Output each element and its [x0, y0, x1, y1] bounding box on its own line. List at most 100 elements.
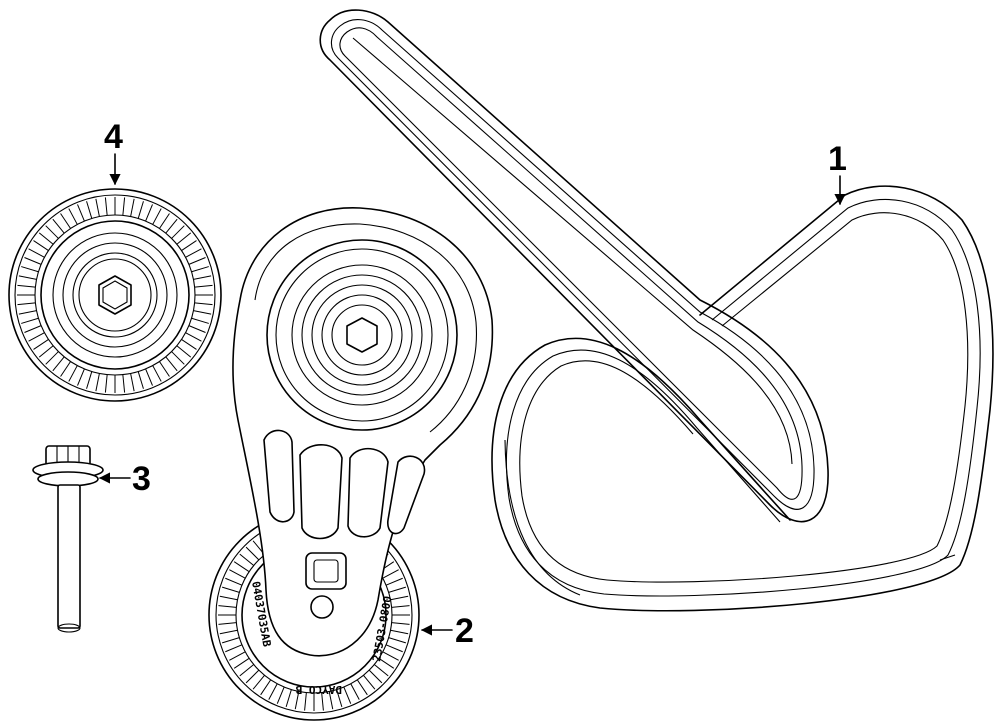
pulley-rib [145, 368, 153, 386]
pulley-rib [343, 686, 352, 704]
pulley-rib [38, 232, 54, 245]
pulley-rib [239, 664, 255, 677]
pulley-rib [122, 197, 126, 216]
pulley-rib [45, 351, 59, 365]
pulley-rib [24, 257, 42, 265]
pulley-rib [86, 371, 93, 389]
pulley-rib [194, 302, 213, 306]
callout-4: 4 [104, 118, 123, 186]
pulley-rib [229, 651, 246, 661]
pulley-rib [194, 284, 213, 288]
pulley-rib [191, 317, 209, 324]
pulley-rib [165, 356, 178, 372]
pulley-rib [219, 595, 238, 601]
idler-pulley [8, 188, 222, 402]
pulley-rib [363, 674, 376, 690]
pulley-rib [368, 669, 383, 684]
pulley-rib [382, 569, 399, 579]
pulley-rib [60, 361, 71, 377]
pulley-rib [137, 371, 144, 389]
pulley-rib [219, 629, 238, 635]
pulley-rib [252, 674, 265, 690]
pulley-rib [193, 275, 212, 280]
pulley-rib [390, 629, 409, 635]
pulley-rib [321, 692, 324, 711]
pulley-rib [68, 208, 78, 225]
pulley-rib [268, 683, 278, 700]
pulley-rib [18, 275, 37, 280]
pulley-rib [52, 356, 65, 372]
pulley-ribs [17, 197, 213, 393]
pulley-rib [159, 213, 170, 229]
pulley-rib [95, 198, 100, 217]
callout-3: 3 [98, 460, 151, 498]
pulley-rib [356, 679, 368, 696]
pulley-rib [33, 240, 49, 251]
pulley-rib [233, 561, 250, 573]
pulley-rib [52, 218, 65, 234]
pulley-rib [385, 644, 403, 653]
pulley-rib [245, 669, 260, 684]
pulley-rib [104, 374, 108, 393]
pulley-rib [77, 368, 85, 386]
belt-tensioner: 04037035AB 23503-0800 DAYCO B [208, 207, 494, 721]
pulley-rib [181, 339, 197, 350]
serpentine-belt [319, 9, 994, 612]
pulley-rib [294, 691, 300, 710]
pulley-rib [171, 225, 185, 239]
callout-label-2: 2 [455, 612, 474, 650]
pulley-rib [239, 553, 255, 566]
flange-bolt [32, 445, 104, 633]
pulley-rib [304, 692, 307, 711]
pulley-rib [17, 284, 36, 288]
pulley-rib [185, 248, 202, 258]
pulley-rib [152, 365, 162, 382]
pulley-rib [122, 374, 126, 393]
pulley-rib [188, 325, 206, 333]
pulley-rib [276, 686, 285, 704]
pulley-rib [145, 204, 153, 222]
pulley-rib [328, 691, 334, 710]
callout-label-3: 3 [132, 460, 151, 498]
pulley-rib [191, 266, 209, 273]
pulley-rib [221, 637, 240, 644]
pulley-rib [225, 644, 243, 653]
pulley-rib [171, 351, 185, 365]
pulley-rib [21, 266, 39, 273]
pulley-rib [159, 361, 170, 377]
pulley-rib [38, 345, 54, 358]
pulley-rib [152, 208, 162, 225]
pulley-rib [218, 622, 237, 625]
pulley-rib [77, 204, 85, 222]
pulley-rib [18, 310, 37, 315]
pulley-rib [218, 605, 237, 608]
pulley-rib [390, 595, 409, 601]
pulley-rib [21, 317, 39, 324]
pulley-rib [130, 373, 135, 392]
pulley-rib [68, 365, 78, 382]
pulley-rib [229, 569, 246, 579]
pulley-rib [350, 683, 360, 700]
pulley-rib [95, 373, 100, 392]
pulley-rib [382, 651, 399, 661]
pulley-rib [233, 657, 250, 669]
stamp-brand: DAYCO B [295, 683, 342, 696]
pulley-rib [378, 657, 395, 669]
pulley-rib [391, 622, 410, 625]
pulley-rib [388, 637, 407, 644]
pulley-rib [221, 586, 240, 593]
pulley-rib [336, 689, 343, 708]
pulley-rib [373, 664, 389, 677]
pulley-rib [45, 225, 59, 239]
pulley-rib [176, 232, 192, 245]
pulley-rib [181, 240, 197, 251]
pulley-rib [285, 689, 292, 708]
pulley-rib [260, 679, 272, 696]
pulley-rib [185, 332, 202, 342]
pulley-rib [165, 218, 178, 234]
pulley-rib [188, 257, 206, 265]
pulley-rib [225, 577, 243, 586]
pulley-rib [137, 201, 144, 219]
pulley-rib [176, 345, 192, 358]
